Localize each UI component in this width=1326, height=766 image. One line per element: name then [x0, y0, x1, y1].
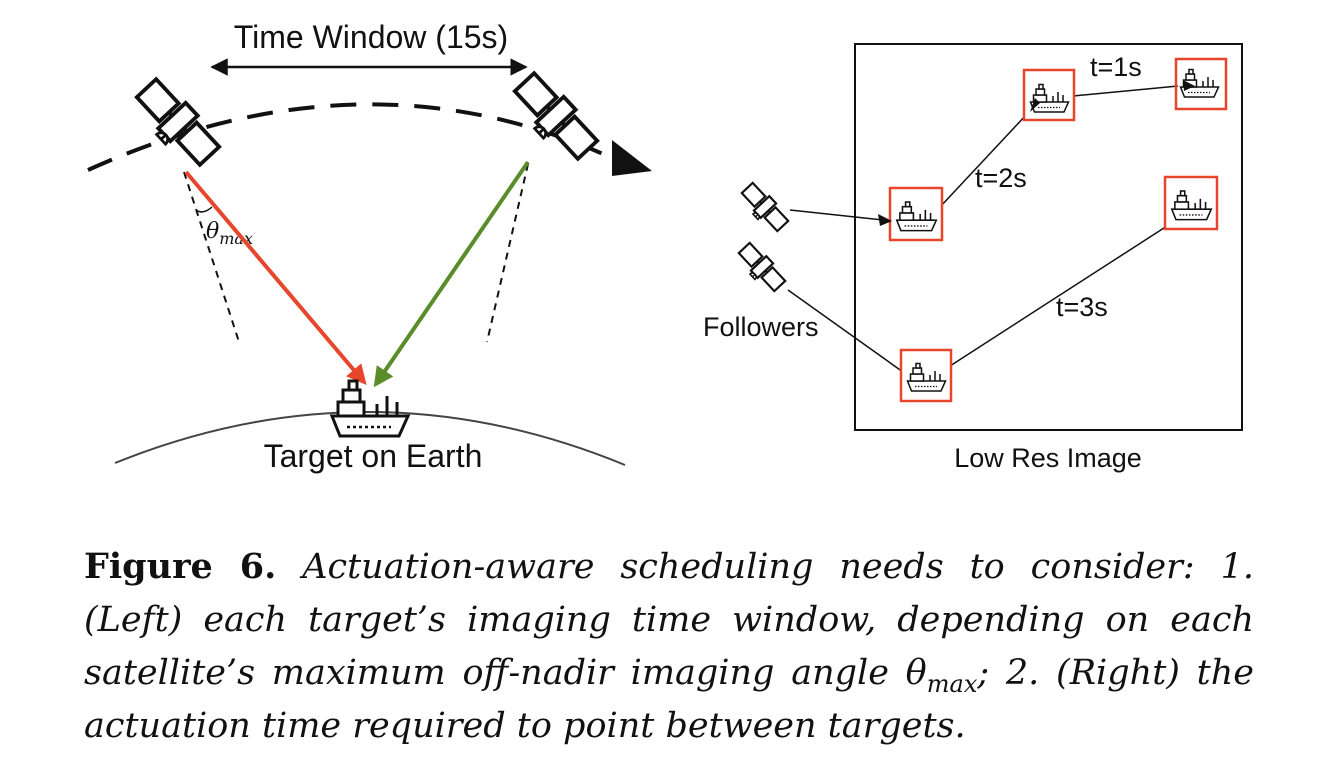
- caption-text-after: ; 2. (Right) the actuation time required…: [84, 653, 1254, 746]
- path-line-follower2: [787, 289, 904, 373]
- orbit-direction-arrowhead: [612, 140, 652, 176]
- target-label: Target on Earth: [264, 438, 483, 474]
- t1-label: t=1s: [1090, 52, 1142, 82]
- satellite-left-icon: [126, 73, 226, 175]
- path-line-t2: [939, 113, 1028, 208]
- max-angle-boundary-left: [183, 171, 241, 346]
- target-box-4: [1163, 175, 1219, 231]
- followers-label: Followers: [703, 312, 819, 342]
- target-box-2: [1174, 57, 1228, 111]
- path-line-t3: [949, 225, 1168, 367]
- target-box-1: [1022, 68, 1076, 122]
- right-panel: Low Res Image Followers: [703, 43, 1243, 473]
- red-imaging-arrow: [184, 170, 367, 386]
- arrowhead-into-target-1: [1030, 98, 1040, 112]
- t3-label: t=3s: [1056, 292, 1108, 322]
- satellite-right-icon: [504, 67, 604, 169]
- caption-text-before: Actuation-aware scheduling needs to cons…: [84, 547, 1254, 693]
- green-imaging-arrow: [373, 160, 530, 388]
- caption-subscript: max: [926, 670, 978, 698]
- figure-number: Figure 6.: [84, 546, 277, 587]
- t2-label: t=2s: [975, 163, 1027, 193]
- target-box-3: [888, 186, 944, 242]
- time-window-label: Time Window (15s): [234, 19, 508, 55]
- earth-surface-arc: [114, 411, 626, 466]
- follower-satellite-2-icon: [733, 239, 789, 297]
- target-box-5: [899, 348, 953, 403]
- left-panel: Time Window (15s) θmax Target on Earth: [87, 19, 652, 474]
- max-angle-boundary-right: [486, 163, 529, 343]
- target-ship-icon: [330, 379, 410, 438]
- figure-6-diagram: Time Window (15s) θmax Target on Earth L…: [87, 19, 1243, 474]
- low-res-image-frame: [854, 43, 1243, 431]
- arrowhead-into-target-3: [878, 214, 892, 226]
- figure-caption: Figure 6. Actuation-aware scheduling nee…: [84, 540, 1254, 753]
- low-res-image-label: Low Res Image: [954, 443, 1142, 473]
- arrowhead-into-target-2: [1183, 80, 1195, 91]
- follower-satellite-1-icon: [736, 179, 792, 237]
- path-line-follower1: [789, 209, 893, 222]
- angle-arc: [195, 206, 213, 213]
- path-line-t1: [1072, 85, 1179, 97]
